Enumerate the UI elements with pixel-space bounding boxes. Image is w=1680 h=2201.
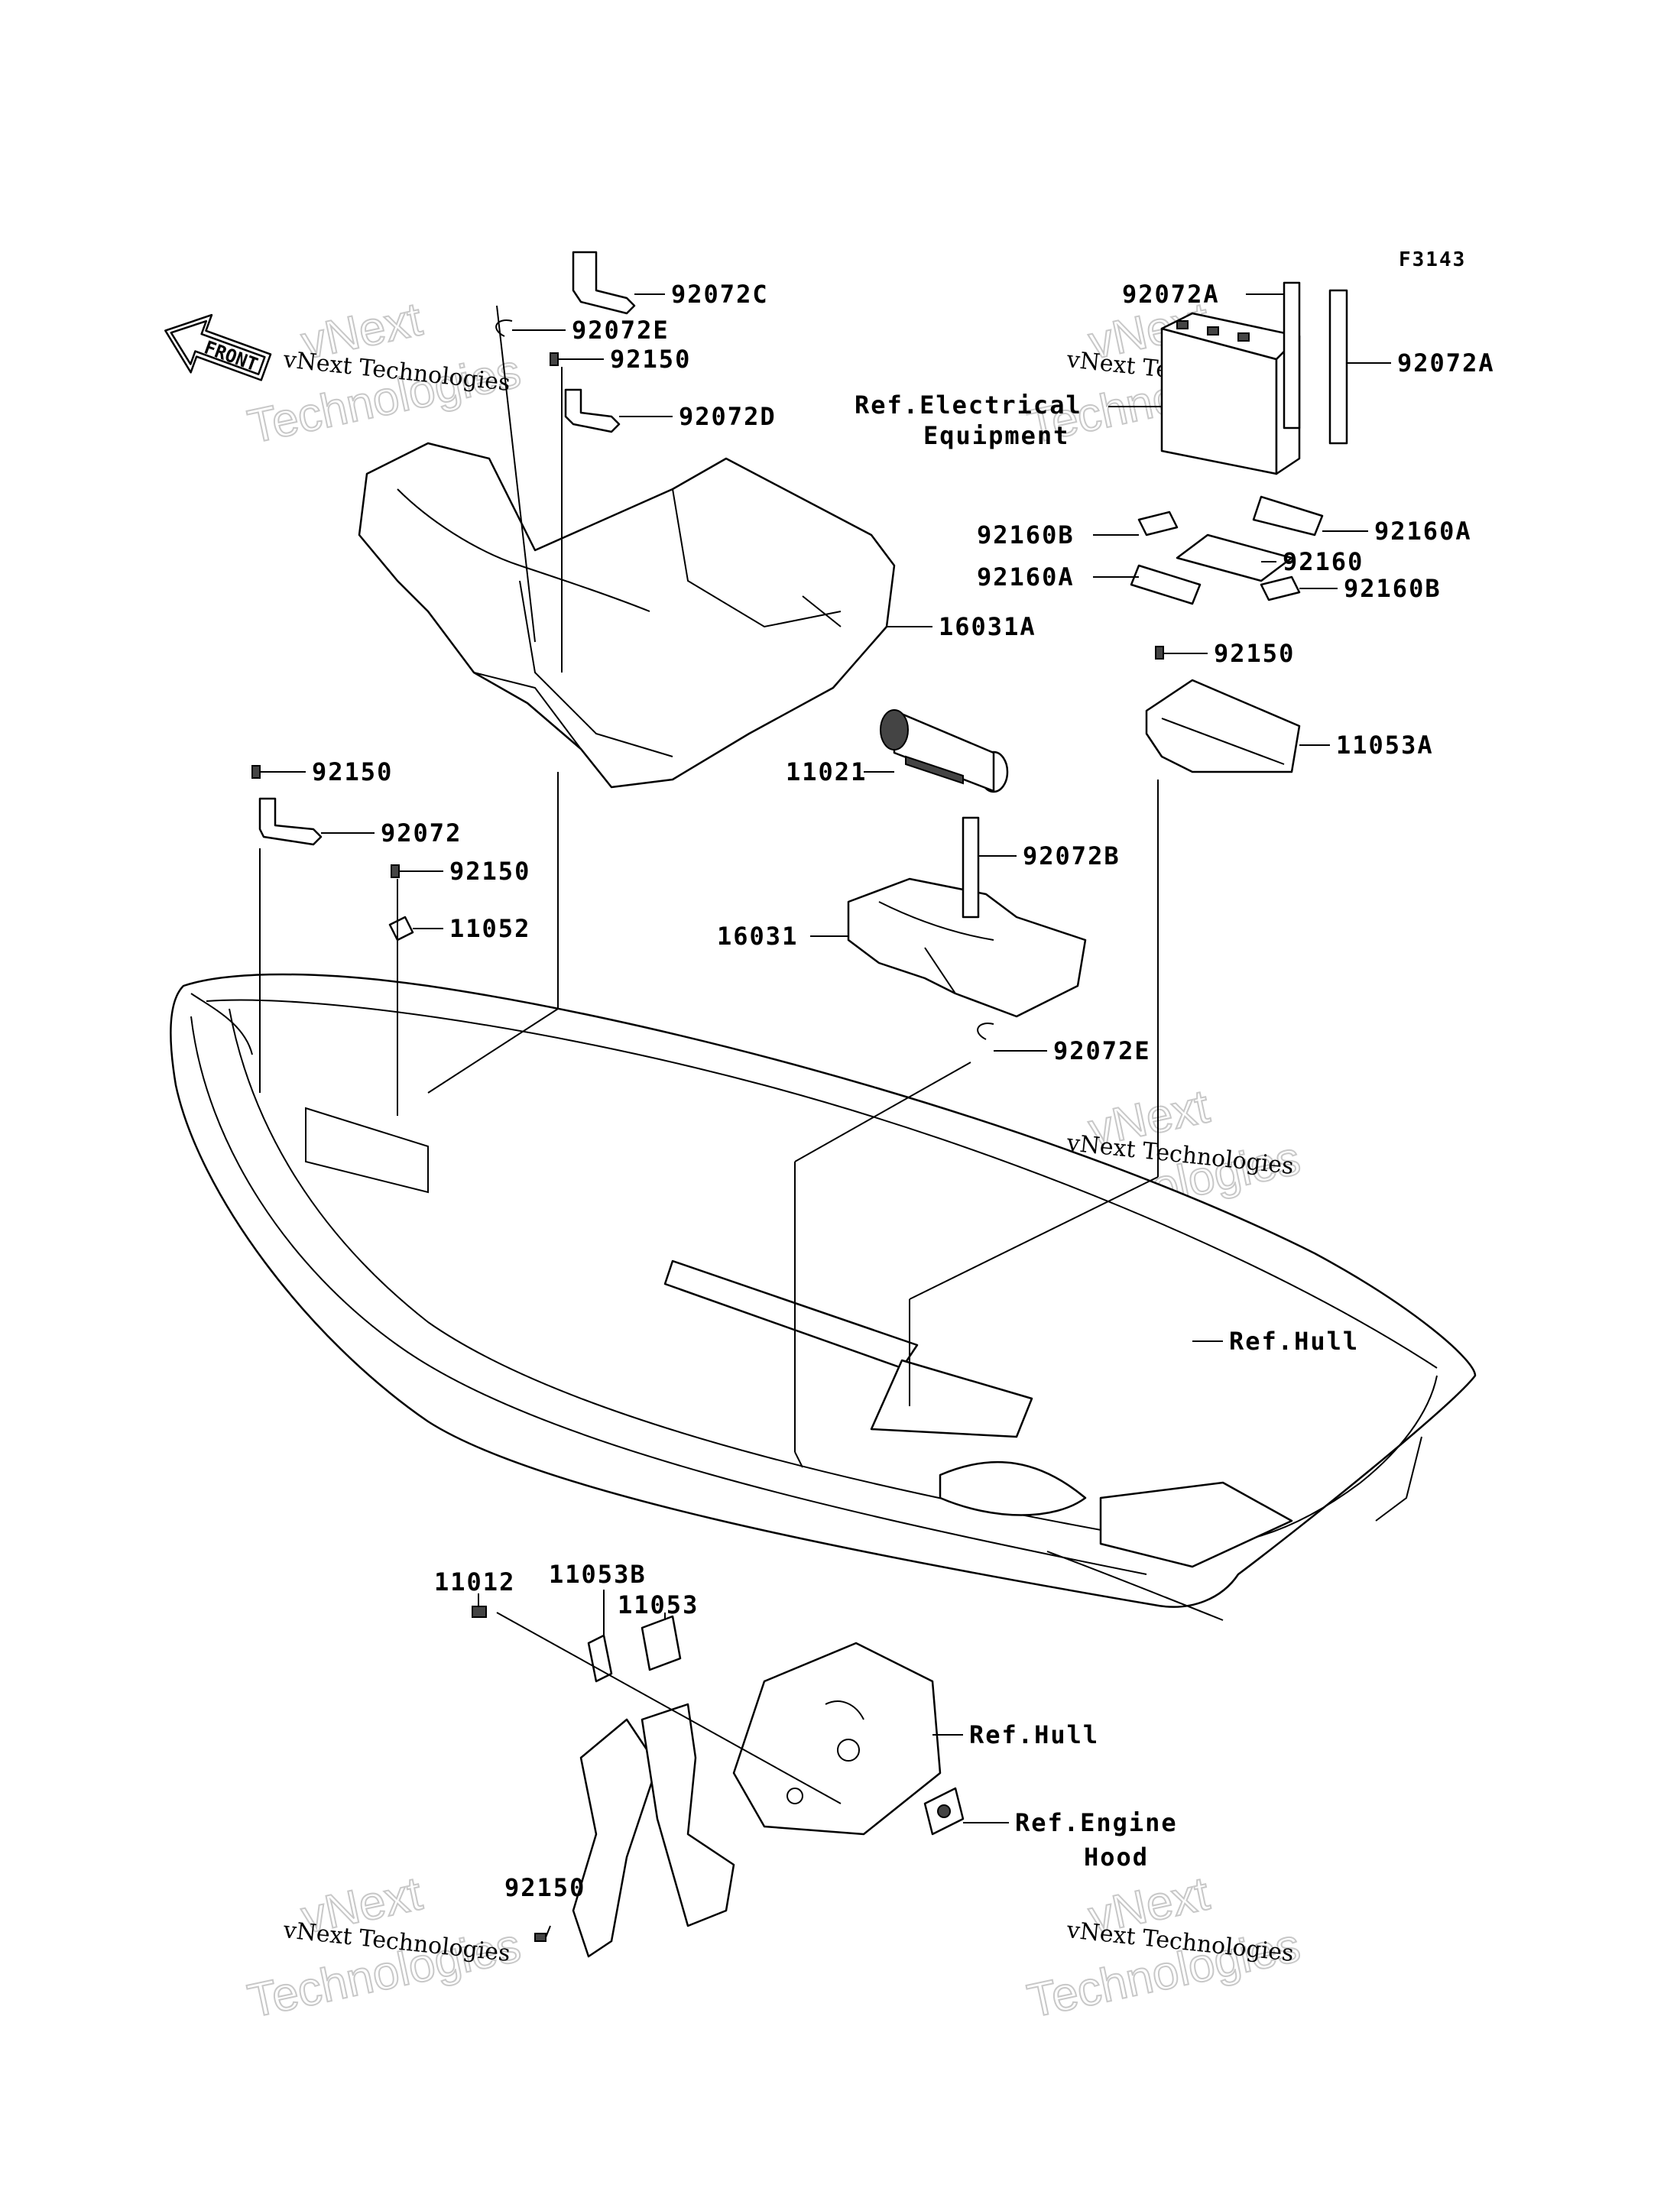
strap-92072A-right xyxy=(1328,289,1348,445)
clip-92072E-top xyxy=(495,319,513,337)
bracket-11053A xyxy=(1145,679,1301,773)
callout-ref-engine-1: Ref.Engine xyxy=(1015,1808,1178,1837)
front-direction-arrow-icon: FRONT xyxy=(164,313,272,381)
callout-11053: 11053 xyxy=(618,1590,699,1619)
callout-92072A-right: 92072A xyxy=(1397,348,1495,378)
bolt-92150-mid xyxy=(391,864,400,878)
callout-ref-electrical-1: Ref.Electrical xyxy=(855,391,1082,420)
callout-92072C: 92072C xyxy=(671,280,769,309)
callout-16031: 16031 xyxy=(717,922,798,951)
callout-92150-left: 92150 xyxy=(312,757,393,786)
callout-11053A: 11053A xyxy=(1336,731,1434,760)
callout-92072E-top: 92072E xyxy=(572,316,670,345)
callout-92150-mid: 92150 xyxy=(449,857,530,886)
callout-ref-engine-2: Hood xyxy=(1084,1843,1149,1872)
callout-92072E-mid: 92072E xyxy=(1053,1036,1151,1065)
callout-11052: 11052 xyxy=(449,914,530,943)
callout-92072B: 92072B xyxy=(1023,841,1121,870)
callout-92150-right: 92150 xyxy=(1214,639,1295,668)
bolt-92150-left xyxy=(251,765,261,779)
figure-code: F3143 xyxy=(1399,248,1466,271)
strap-92072B xyxy=(962,816,980,919)
callout-92072: 92072 xyxy=(381,818,462,848)
callout-11021: 11021 xyxy=(786,757,867,786)
callout-ref-electrical-2: Equipment xyxy=(923,421,1069,450)
battery-11021 xyxy=(880,709,1009,793)
callout-ref-hull-1: Ref.Hull xyxy=(1229,1327,1359,1356)
pad-92160A-left xyxy=(1130,564,1202,605)
callout-92160B-right: 92160B xyxy=(1344,574,1442,603)
callout-92150-bottom: 92150 xyxy=(504,1873,585,1902)
watermark-top-left: Technologies vNext vNext Technologies xyxy=(243,292,526,454)
pad-92160 xyxy=(1176,533,1293,582)
strap-92072 xyxy=(258,797,323,846)
watermark-bottom-right: Technologies vNext vNext Technologies xyxy=(1023,1866,1305,2028)
pad-92160A-right xyxy=(1252,495,1324,536)
callout-92160A-right: 92160A xyxy=(1374,517,1472,546)
electrical-equipment-box xyxy=(1160,312,1301,475)
callout-92072D: 92072D xyxy=(679,402,777,431)
bolt-92150-top xyxy=(550,352,559,366)
callout-16031A: 16031A xyxy=(939,612,1036,641)
callout-ref-hull-2: Ref.Hull xyxy=(969,1720,1099,1749)
strap-92072A-left xyxy=(1283,281,1301,430)
callout-92160: 92160 xyxy=(1283,547,1364,576)
leader-lines xyxy=(259,293,1391,1938)
clip-11052 xyxy=(388,916,414,942)
strap-92072C xyxy=(572,251,636,315)
callout-11053B: 11053B xyxy=(549,1560,647,1589)
strap-92072D xyxy=(564,388,621,433)
watermark-bottom-left: Technologies vNext vNext Technologies xyxy=(243,1866,526,2028)
bolt-11012 xyxy=(472,1606,487,1618)
callout-92160B-left: 92160B xyxy=(977,520,1075,549)
pad-92160B-right xyxy=(1260,575,1301,601)
bolt-92150-right xyxy=(1155,646,1164,660)
bolt-92150-bottom xyxy=(534,1933,546,1942)
clip-92072E-mid xyxy=(977,1023,994,1040)
callout-92150-top: 92150 xyxy=(610,345,691,374)
callout-labels: 92072C 92072E 92150 92072D 16031A 92150 … xyxy=(312,280,1495,1902)
callout-92072A-left: 92072A xyxy=(1122,280,1220,309)
bracket-11053-assembly xyxy=(572,1615,965,1958)
callout-11012: 11012 xyxy=(434,1567,515,1596)
storage-tray-16031A xyxy=(358,442,896,789)
callout-92160A-left: 92160A xyxy=(977,562,1075,592)
hull-assembly xyxy=(170,973,1477,1621)
pad-92160B-left xyxy=(1137,511,1179,536)
